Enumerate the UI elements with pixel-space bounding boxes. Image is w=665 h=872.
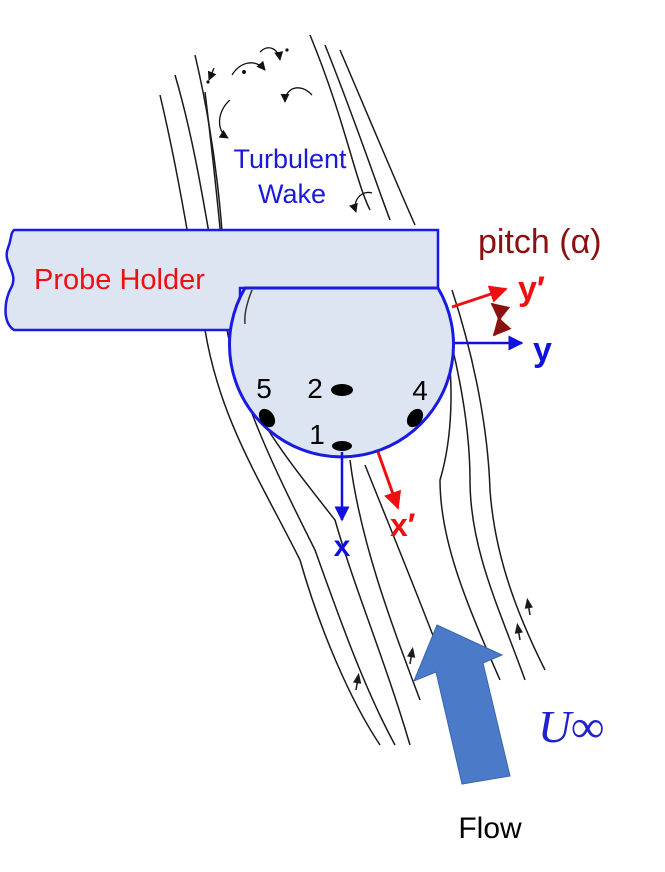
eddy-arrow: [218, 99, 231, 139]
port-2-hole: [331, 384, 353, 396]
streamline: [324, 44, 391, 221]
streamline: [439, 299, 526, 681]
y-prime-label: y′: [518, 270, 545, 308]
streamline: [339, 49, 416, 226]
probe-holder: [4, 228, 440, 332]
port-5-label: 5: [256, 373, 272, 404]
port-5-hole: [258, 408, 276, 428]
pitch-label: pitch (α): [478, 223, 602, 261]
streamline-arrowheads: [352, 597, 534, 691]
wake-eddies: [207, 47, 373, 213]
streamline: [349, 459, 421, 701]
streamline: [439, 324, 501, 681]
eddy-arrow: [207, 67, 217, 81]
eddy-arrow: [349, 191, 373, 213]
eddy-arrow: [231, 60, 266, 76]
flow-label: Flow: [458, 812, 522, 845]
freestream-velocity-label: U∞: [538, 701, 604, 752]
pitch-angle-arc: [490, 302, 512, 337]
port-1-hole: [332, 441, 352, 451]
x-prime-axis-arrow: [376, 451, 402, 510]
port-4-label: 4: [412, 375, 428, 406]
x-label: x: [334, 530, 351, 563]
wake-label-line2: Wake: [258, 179, 326, 209]
pressure-ports: [258, 384, 424, 451]
probe-head: [228, 286, 455, 459]
flow-arrow: [413, 624, 511, 785]
streamline: [309, 34, 371, 211]
eddy-arrow: [259, 47, 284, 61]
port-2-label: 2: [307, 373, 323, 404]
wake-label-line1: Turbulent: [233, 144, 347, 174]
port-1-label: 1: [309, 419, 325, 450]
probe-holder-label: Probe Holder: [34, 264, 205, 296]
wake-dots: [206, 48, 289, 84]
streamline: [451, 289, 546, 671]
probe-head-edge: [244, 289, 253, 325]
eddy-arrow: [280, 87, 313, 103]
port-4-hole: [406, 408, 424, 428]
streamline: [159, 94, 381, 746]
streamline: [174, 74, 396, 746]
y-label: y: [533, 331, 552, 369]
x-prime-label: x′: [390, 507, 416, 543]
y-prime-axis-arrow: [451, 285, 508, 309]
